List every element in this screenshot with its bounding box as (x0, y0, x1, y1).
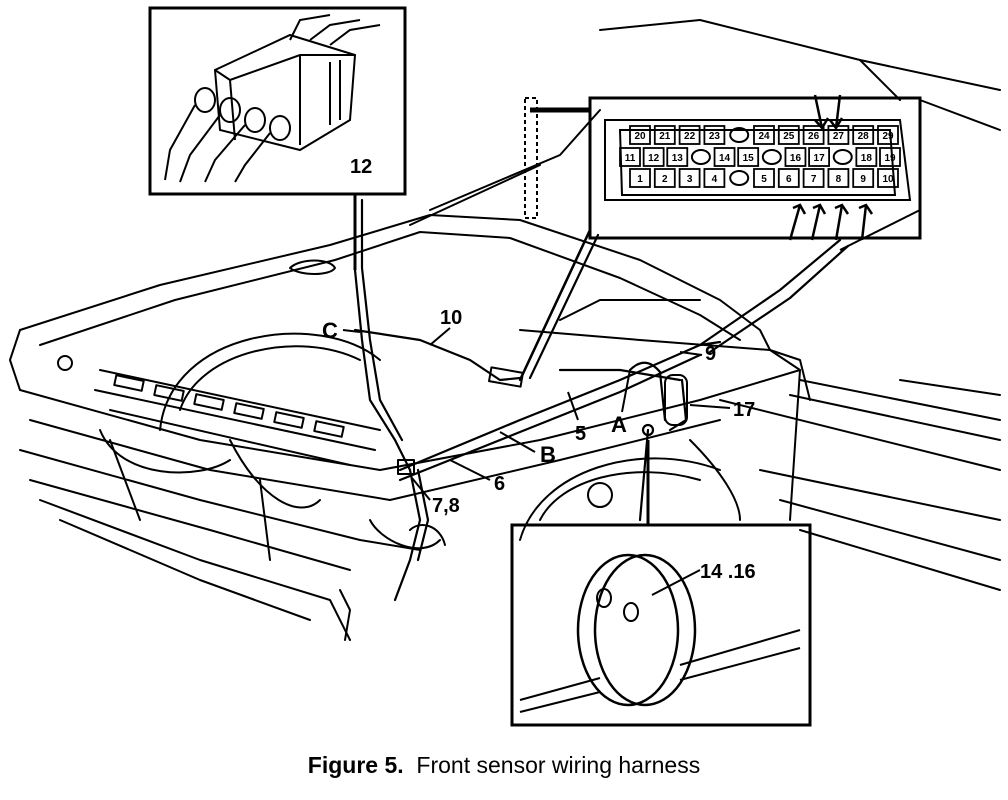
left-wheel-well (99, 332, 381, 561)
label-10: 10 (440, 307, 462, 329)
connector-pin (642, 147, 665, 167)
pin-arrows (788, 94, 874, 241)
label-B: B (540, 442, 556, 467)
connector-pin-number: 6 (786, 174, 792, 185)
front-crossmember (19, 369, 801, 641)
callouts: C 10 9 5 A 17 B 6 7,8 (322, 307, 755, 517)
connector-pin (703, 168, 726, 188)
connector-pin (802, 168, 825, 188)
grommet-inset (510, 440, 812, 727)
connector-inset (148, 6, 407, 270)
connector-pin (784, 147, 807, 167)
connector-pin (653, 125, 676, 145)
connector-pin-number: 16 (790, 153, 802, 164)
connector-pin-number: 23 (709, 131, 721, 142)
connector-pin-number: 13 (672, 153, 684, 164)
connector-pin-number: 7 (811, 174, 817, 185)
connector-pin-number: 11 (625, 153, 636, 164)
label-6: 6 (494, 473, 505, 495)
connector-pin-number: 2 (662, 174, 668, 185)
connector-pin-number: 1 (637, 174, 643, 185)
connector-pin-number: 5 (761, 174, 767, 185)
connector-pin-number: 3 (687, 174, 693, 185)
connector-key (729, 127, 750, 143)
connector-key (832, 149, 853, 165)
body-lines (409, 19, 1001, 591)
connector-pin-number: 25 (783, 131, 795, 142)
connector-pin-number: 12 (648, 153, 660, 164)
connector-pin-number: 15 (743, 153, 755, 164)
label-7-8: 7,8 (432, 495, 460, 517)
label-C: C (322, 318, 338, 343)
label-grommet-detail: 14 .16 (700, 561, 756, 583)
connector-pin-number: 18 (861, 153, 873, 164)
connector-pin (777, 125, 800, 145)
connector-pin-number: 22 (684, 131, 696, 142)
connector-pin (777, 168, 800, 188)
connector-pin-number: 14 (719, 153, 731, 164)
connector-pin (703, 125, 726, 145)
label-9: 9 (705, 343, 716, 365)
label-A: A (611, 412, 627, 437)
connector-pin-number: 4 (712, 174, 718, 185)
connector-pin (852, 168, 875, 188)
connector-pin (855, 147, 878, 167)
grille-slots (57, 355, 345, 438)
connector-pin (827, 168, 850, 188)
connector-pin (802, 125, 825, 145)
figure-title: Front sensor wiring harness (416, 752, 701, 778)
connector-pin (629, 168, 651, 188)
label-connector-detail: 12 (350, 156, 372, 178)
connector-pin (753, 125, 775, 145)
connector-key (690, 149, 711, 165)
connector-pin (808, 147, 830, 167)
connector-pin (753, 168, 775, 188)
connector-pin (852, 125, 875, 145)
connector-pin-number: 27 (833, 131, 845, 142)
connector-key (761, 149, 782, 165)
connector-pin-number: 19 (884, 153, 896, 164)
connector-pin-number: 29 (882, 131, 894, 142)
connector-pin (678, 125, 701, 145)
harness-route (353, 198, 850, 602)
connector-pin-number: 9 (860, 174, 866, 185)
connector-pin (713, 147, 736, 167)
label-5: 5 (575, 423, 586, 445)
connector-pin-number: 20 (634, 131, 646, 142)
connector-pin-number: 17 (814, 153, 826, 164)
connector-pin-number: 26 (808, 131, 820, 142)
connector-pin (619, 147, 641, 167)
connector-pin-number: 24 (758, 131, 770, 142)
sensor-bracket (339, 459, 446, 641)
ecu-connector-inset (518, 96, 922, 381)
figure-caption: Figure 5. Front sensor wiring harness (0, 752, 1008, 779)
right-wheel (519, 439, 741, 541)
connector-pin (877, 168, 899, 188)
figure-number: Figure 5. (307, 752, 404, 778)
connector-pin-number: 10 (882, 174, 894, 185)
connector-pin-number: 21 (659, 131, 671, 142)
connector-pin (678, 168, 701, 188)
connector-pin-number: 8 (836, 174, 842, 185)
connector-pin (666, 147, 689, 167)
connector-pin (629, 125, 651, 145)
hood-opening (9, 214, 811, 401)
connector-key (729, 170, 750, 186)
connector-pin-number: 28 (858, 131, 870, 142)
connector-pin (653, 168, 676, 188)
connector-pin (879, 147, 901, 167)
connector-pin (737, 147, 760, 167)
label-17: 17 (733, 399, 755, 421)
connector-pin (877, 125, 899, 145)
